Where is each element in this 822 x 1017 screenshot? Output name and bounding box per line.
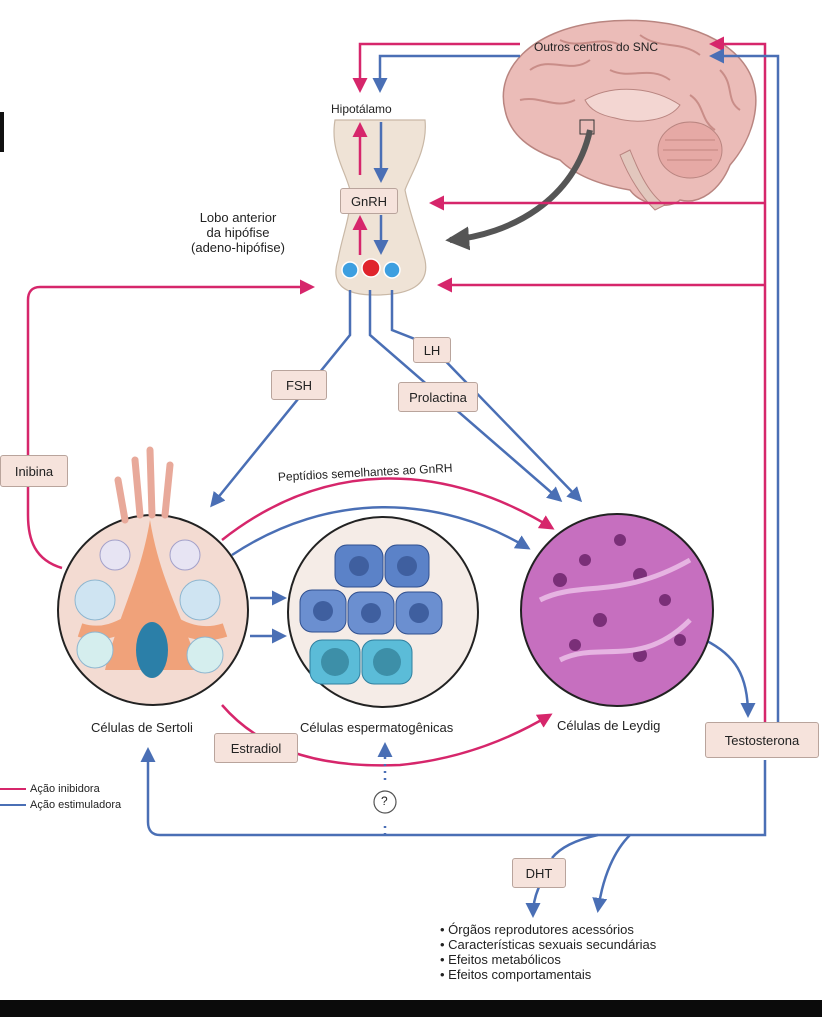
bottom-bar [0,1000,822,1017]
legend-stimulatory: Ação estimuladora [0,799,121,811]
pituitary-cell-blue-left [341,261,359,279]
label-hipotalamo: Hipotálamo [331,102,392,116]
effect-item: Características sexuais secundárias [440,937,656,952]
label-lobo-anterior: Lobo anterior da hipófise (adeno-hipófis… [183,210,293,255]
legend-inhibitory: Ação inibidora [0,783,100,795]
label-leydig: Células de Leydig [557,718,661,733]
pituitary-cell-red [361,258,381,278]
label-outros-centros: Outros centros do SNC [534,40,659,54]
label-question: ? [381,794,388,808]
legend-inhibitory-swatch [0,788,26,790]
label-dht: DHT [512,858,566,888]
leydig-cells-illustration [520,513,714,707]
label-prolactina: Prolactina [398,382,478,412]
label-inibina: Inibina [0,455,68,487]
legend-inhibitory-label: Ação inibidora [30,783,100,795]
question-circle [373,790,397,814]
brain-illustration [502,19,757,211]
label-lh: LH [413,337,451,363]
label-fsh: FSH [271,370,327,400]
effects-list: Órgãos reprodutores acessórios Caracterí… [440,922,656,982]
effect-item: Efeitos comportamentais [440,967,656,982]
label-testosterona: Testosterona [705,722,819,758]
arrow-leydig-to-testosterone [704,638,756,718]
lobo-line-1: Lobo anterior [199,210,277,225]
legend-stimulatory-label: Ação estimuladora [30,799,122,811]
arrow-lh-to-leydig [390,290,583,503]
arrow-prolactin-to-leydig [368,290,563,502]
spermatogenic-cells-illustration [287,516,479,708]
lobo-line-2: da hipófise [206,225,270,240]
label-espermatogenicas: Células espermatogênicas [300,720,454,735]
arrow-fsh-to-sertoli [210,290,352,508]
arrow-snc-to-hypothalamus [352,42,520,93]
legend-stimulatory-swatch [0,804,26,806]
zoom-arrow [445,129,593,251]
label-sertoli: Células de Sertoli [91,720,193,735]
arrow-dht-to-effects [525,884,542,918]
arrow-peptides-inhib [221,477,555,541]
arrow-snc-stimulate-hypothalamus [372,54,520,93]
arrow-testosterone-to-snc-inhib [709,36,767,725]
arrow-to-dht [551,833,599,859]
sertoli-cells-illustration [57,446,249,706]
pituitary-cell-blue-right [383,261,401,279]
label-estradiol: Estradiol [214,733,298,763]
arrow-peptides-stim [231,506,531,557]
page-edge-mark [0,112,4,152]
lobo-line-3: (adeno-hipófise) [191,240,285,255]
arrow-testosterone-to-snc-stim [709,48,780,725]
arrow-inhibin-to-pituitary [26,279,315,570]
arrow-testosterone-to-effects [592,834,631,913]
label-gnrh: GnRH [340,188,398,214]
effect-item: Efeitos metabólicos [440,952,656,967]
effect-item: Órgãos reprodutores acessórios [440,922,656,937]
arrow-testosterone-to-sertoli [140,747,767,837]
